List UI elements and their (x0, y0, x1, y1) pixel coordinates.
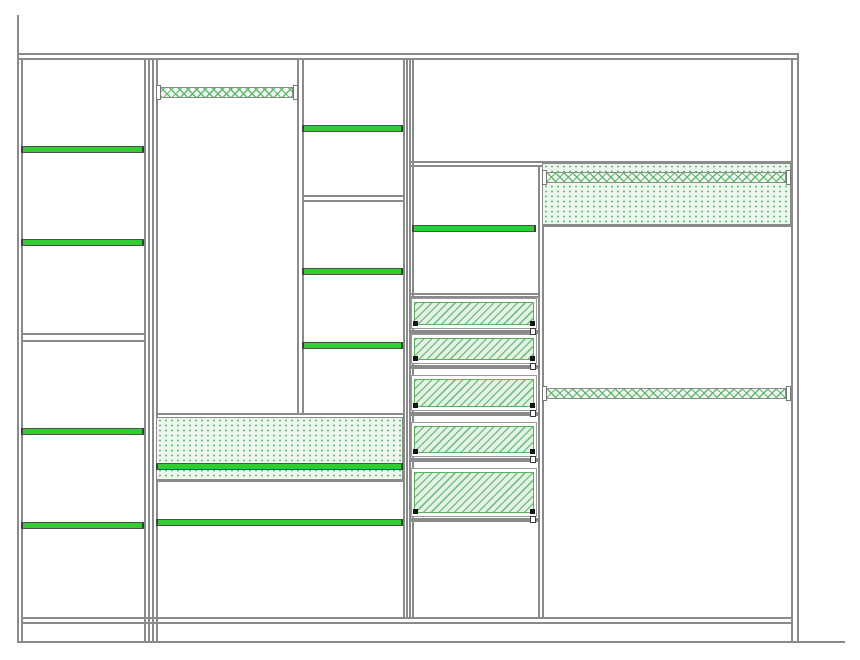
hanging-rod-col2[interactable] (155, 85, 298, 100)
drawer-section-top-line-a (411, 293, 538, 295)
divider-col2-col3-line-a (297, 58, 299, 413)
col1-fixed-divider-line-a (21, 333, 144, 335)
rod-end-bracket-left (541, 170, 547, 185)
drawer-front-hatch (414, 338, 534, 360)
drawer-front-hatch (414, 302, 534, 325)
drawer-front-hatch (414, 426, 534, 453)
section1-right-panel-line-b (148, 58, 150, 641)
shelf-col1-3[interactable] (21, 428, 144, 435)
rod-end-bracket-right (292, 85, 298, 100)
drawer-corner-mark-right (530, 449, 535, 454)
drawer-handle-icon[interactable] (530, 328, 536, 335)
col3-fixed-divider-line-a (302, 195, 403, 197)
drawer-5[interactable] (411, 468, 537, 523)
drawer-section-bottom-line-b (411, 520, 538, 522)
drawer-front-hatch (414, 379, 534, 407)
col23-merge-line (156, 413, 403, 415)
drawer-handle-icon[interactable] (530, 456, 536, 463)
divider-col2-col3-line-b (302, 58, 304, 413)
drawer-separator-line-1b (411, 332, 538, 334)
section1-right-panel-line-a (144, 58, 146, 641)
col5-hatchzone-bottom-line (542, 225, 791, 227)
section2-left-panel-line-b (156, 58, 158, 641)
drawer-separator-line-2a (411, 365, 538, 367)
drawer-separator-line-3a (411, 412, 538, 414)
drawer-handle-icon[interactable] (530, 516, 536, 523)
drawer-4[interactable] (411, 422, 537, 463)
shelf-col3-2[interactable] (302, 268, 403, 275)
section2-left-panel-line-a (152, 58, 154, 641)
section2-right-panel-line-a (403, 58, 405, 618)
wall-edge-line (17, 15, 19, 641)
bottom-panel-top-line (21, 617, 791, 619)
hanging-zone-col23[interactable] (156, 417, 403, 480)
section2-right-panel-line-b (406, 58, 408, 618)
drawer-corner-mark-right (530, 509, 535, 514)
col1-fixed-divider-line-b (21, 340, 144, 342)
drawer-separator-line-1a (411, 330, 538, 332)
drawer-2[interactable] (411, 334, 537, 370)
drawer-1[interactable] (411, 298, 537, 335)
drawer-separator-line-4a (411, 458, 538, 460)
drawer-corner-mark-left (413, 356, 418, 361)
floor-line (17, 641, 845, 643)
hanging-rod-col5-lower[interactable] (541, 386, 791, 401)
drawer-front-hatch (414, 472, 534, 513)
rod-end-bracket-left (541, 386, 547, 401)
drawer-section-top-line-b (411, 296, 538, 298)
drawer-corner-mark-left (413, 321, 418, 326)
drawer-corner-mark-left (413, 509, 418, 514)
drawer-handle-icon[interactable] (530, 363, 536, 370)
left-panel-inner-line (21, 58, 23, 641)
shelf-col1-4[interactable] (21, 522, 144, 529)
drawer-corner-mark-right (530, 356, 535, 361)
shelf-col4-1[interactable] (412, 225, 536, 232)
rod-end-bracket-right (785, 386, 791, 401)
rod-end-bracket-left (155, 85, 161, 100)
drawer-corner-mark-right (530, 403, 535, 408)
bottom-panel-bottom-line (21, 622, 791, 624)
right-section-top-line-a (411, 161, 791, 163)
drawer-separator-line-3b (411, 414, 538, 416)
drawer-section-bottom-line-a (411, 518, 538, 520)
shelf-col23-wide-2[interactable] (156, 519, 403, 526)
drawer-3[interactable] (411, 375, 537, 417)
shelf-col3-3[interactable] (302, 342, 403, 349)
shelf-col3-1[interactable] (302, 125, 403, 132)
right-panel-inner-line (791, 58, 793, 641)
drawer-corner-mark-left (413, 403, 418, 408)
drawer-corner-mark-right (530, 321, 535, 326)
col23-hatchzone-bottom-line (156, 480, 403, 482)
divider-col4-col5-line-a (538, 165, 540, 618)
rod-end-bracket-right (785, 170, 791, 185)
section3-left-panel-line-a (409, 58, 411, 618)
top-panel-outer-line (17, 53, 798, 55)
shelf-col23-wide-1[interactable] (156, 463, 403, 470)
col3-fixed-divider-line-b (302, 200, 403, 202)
drawer-corner-mark-left (413, 449, 418, 454)
hanging-rod-col5-upper[interactable] (541, 170, 791, 185)
shelf-col1-1[interactable] (21, 146, 144, 153)
drawer-separator-line-2b (411, 367, 538, 369)
drawer-separator-line-4b (411, 460, 538, 462)
shelf-col1-2[interactable] (21, 239, 144, 246)
right-panel-outer-line (797, 53, 799, 641)
drawer-handle-icon[interactable] (530, 410, 536, 417)
